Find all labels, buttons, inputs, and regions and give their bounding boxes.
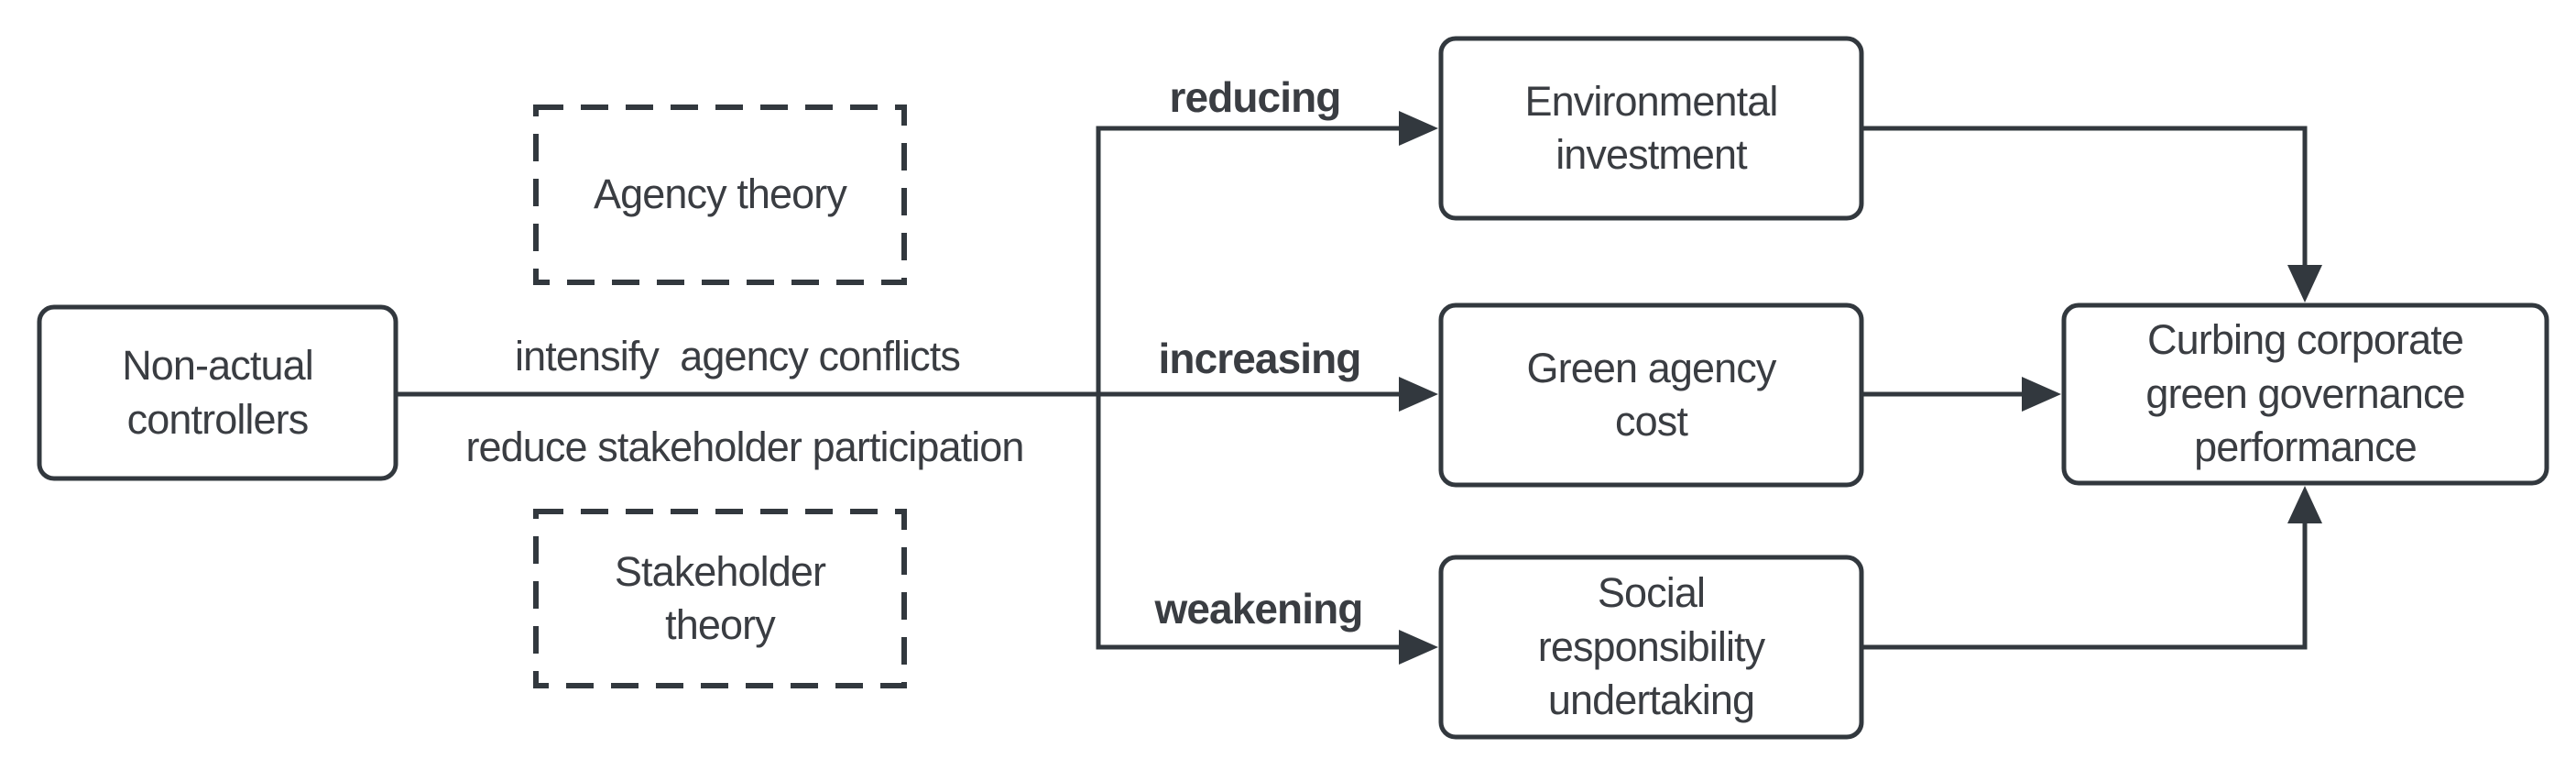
arrowhead-into-curbing-bottom [2287, 486, 2322, 523]
connector-lines [394, 126, 2308, 650]
edge-social-to-curbing-line [1860, 521, 2308, 650]
edge-reducing-line [1096, 126, 1403, 394]
node-label-curbing-performance: Curbing corporate green governance perfo… [2145, 316, 2465, 471]
edge-label-weakening: weakening [1154, 585, 1364, 632]
node-box-non-actual-controllers [37, 304, 398, 481]
edge-weakening-line [1096, 394, 1403, 650]
node-label-green-agency-cost: Green agency cost [1526, 344, 1777, 446]
edge-label-increasing: increasing [1158, 335, 1362, 382]
arrowhead-into-green-agency-cost [1399, 377, 1438, 412]
node-label-stakeholder-theory: Stakeholder theory [614, 547, 826, 649]
node-box-green-agency-cost [1438, 302, 1864, 488]
node-label-agency-theory: Agency theory [594, 170, 847, 218]
arrowhead-into-curbing-top [2287, 265, 2322, 302]
node-label-social-responsibility-undertaking: Social responsibility undertaking [1537, 569, 1765, 724]
node-box-social-responsibility-undertaking [1438, 555, 1864, 740]
arrowheads [1399, 111, 2322, 665]
node-label-environmental-investment: Environmental investment [1524, 77, 1779, 179]
arrowhead-into-environmental-investment [1399, 111, 1438, 146]
edge-env-to-curbing-line [1860, 126, 2308, 268]
edge-label-intensify-agency-conflicts: intensify agency conflicts [515, 333, 961, 380]
node-box-agency-theory [533, 104, 907, 285]
node-box-curbing-performance [2061, 302, 2549, 486]
edge-label-reducing: reducing [1169, 73, 1342, 121]
edge-label-reduce-stakeholder-participation: reduce stakeholder participation [465, 424, 1024, 470]
node-box-stakeholder-theory [533, 509, 907, 688]
arrowhead-into-social-responsibility [1399, 630, 1438, 665]
arrowhead-into-curbing-left [2022, 377, 2061, 412]
node-label-non-actual-controllers: Non-actual controllers [122, 342, 314, 443]
node-box-environmental-investment [1438, 36, 1864, 221]
node-boxes [37, 36, 2549, 740]
